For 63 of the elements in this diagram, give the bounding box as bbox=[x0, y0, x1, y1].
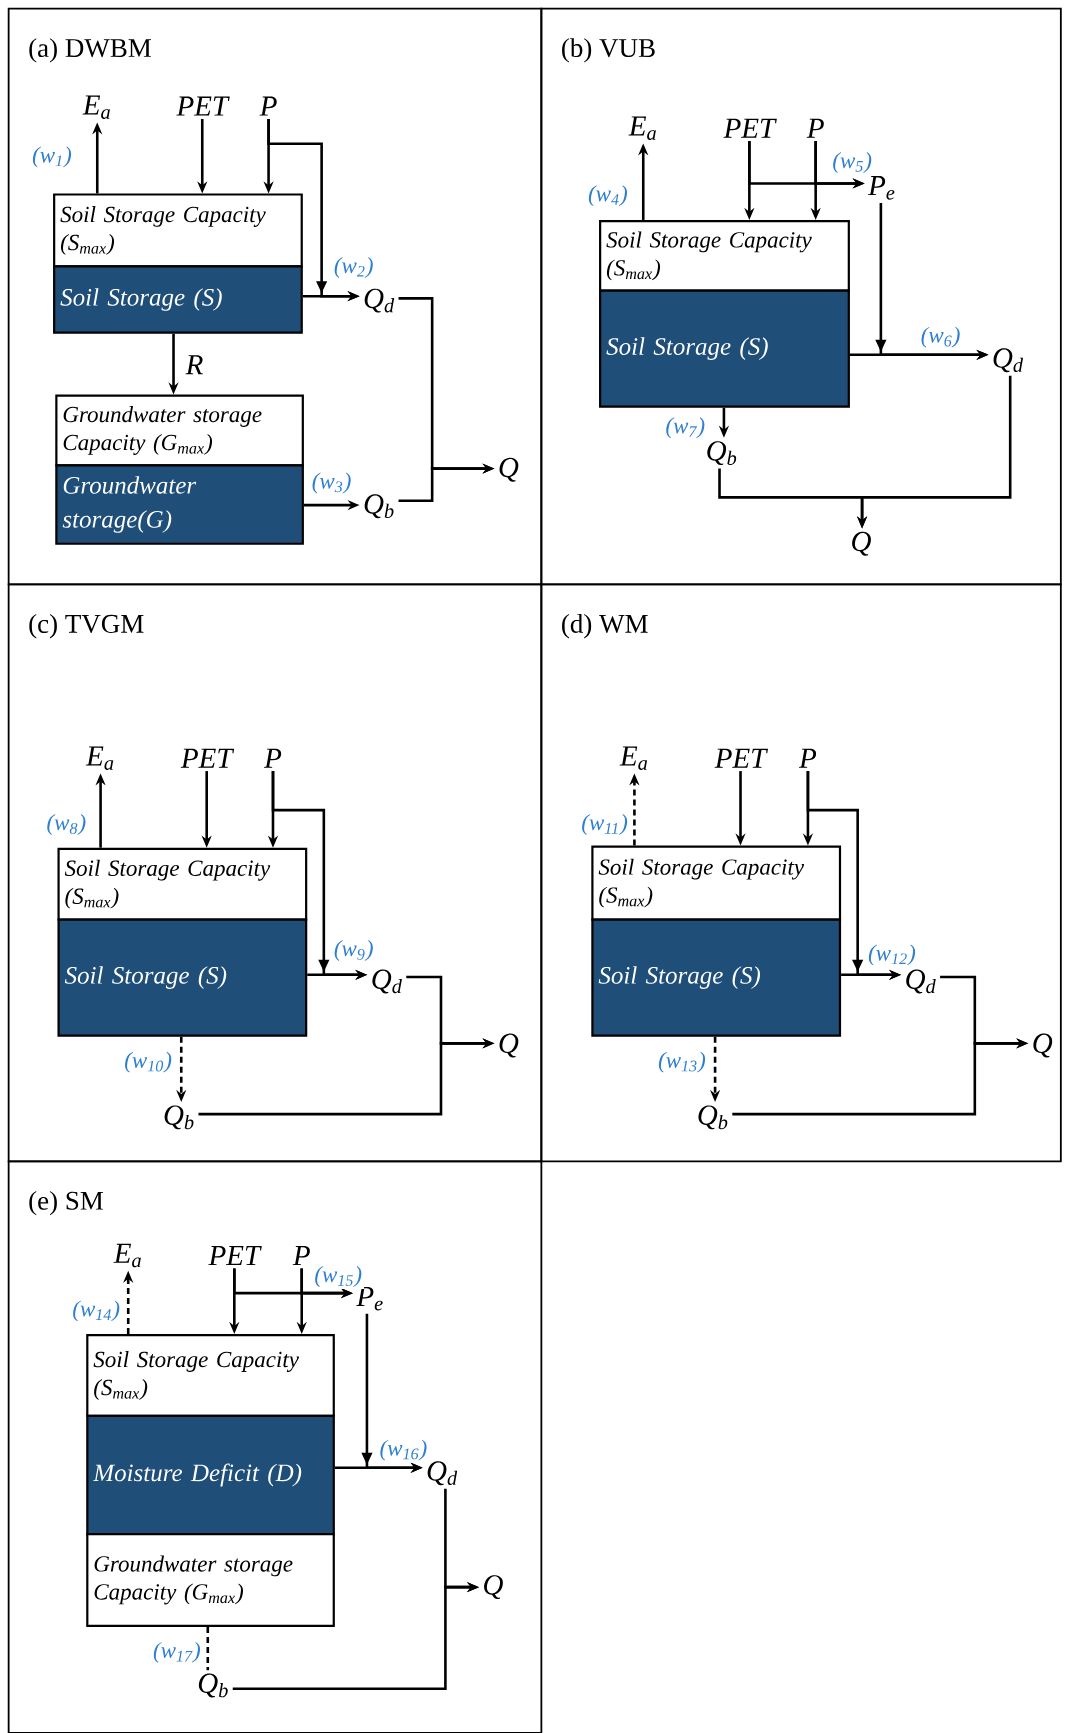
storage-box: Soil Storage (S) bbox=[53, 265, 303, 334]
variable-symbol: Q$_{b}$ bbox=[698, 1105, 728, 1130]
variable-symbol: PET bbox=[208, 1246, 262, 1266]
capacity-box: Groundwater storage Capacity (G$_{max}$) bbox=[86, 1532, 336, 1627]
variable-symbol: P bbox=[264, 748, 282, 768]
capacity-box: Soil Storage Capacity (S$_{max}$) bbox=[57, 847, 308, 921]
edge-label: (w$_{12}$) bbox=[866, 942, 918, 968]
variable-symbol: Q bbox=[484, 1575, 504, 1600]
capacity-box: Soil Storage Capacity (S$_{max}$) bbox=[53, 193, 303, 268]
edge-label: (w$_{15}$) bbox=[312, 1264, 365, 1289]
edge-label: R bbox=[183, 353, 206, 377]
variable-symbol: P$_{e}$ bbox=[868, 176, 895, 200]
variable-symbol: Q$_{b}$ bbox=[164, 1105, 194, 1130]
edge-label: (w$_{3}$) bbox=[309, 470, 354, 496]
variable-symbol: P bbox=[259, 96, 277, 116]
variable-symbol: PET bbox=[723, 118, 777, 138]
edge-label: (w$_{10}$) bbox=[122, 1049, 175, 1075]
variable-symbol: Q$_{d}$ bbox=[993, 348, 1024, 373]
storage-box: Soil Storage (S) bbox=[591, 918, 842, 1037]
variable-symbol: Q bbox=[852, 531, 872, 556]
edge-label: (w$_{6}$) bbox=[918, 324, 963, 350]
connector-line bbox=[206, 1626, 210, 1671]
variable-symbol: PET bbox=[714, 748, 769, 768]
edge-label: (w$_{1}$) bbox=[30, 144, 74, 170]
variable-symbol: Q bbox=[499, 457, 519, 482]
variable-symbol: E$_{a}$ bbox=[82, 95, 111, 119]
storage-box: Soil Storage (S) bbox=[599, 289, 851, 408]
edge-label: (w$_{4}$) bbox=[586, 183, 630, 209]
variable-symbol: Q$_{b}$ bbox=[199, 1673, 228, 1698]
variable-symbol: Q bbox=[1033, 1033, 1053, 1058]
variable-symbol: PET bbox=[176, 96, 230, 116]
capacity-box: Soil Storage Capacity (S$_{max}$) bbox=[599, 219, 851, 292]
variable-symbol: P bbox=[806, 118, 824, 138]
variable-symbol: Q$_{d}$ bbox=[364, 288, 395, 313]
variable-symbol: Q$_{d}$ bbox=[906, 969, 936, 994]
variable-symbol: Q bbox=[499, 1033, 519, 1058]
variable-symbol: E$_{a}$ bbox=[628, 116, 657, 140]
variable-symbol: P bbox=[292, 1246, 311, 1266]
edge-label: (w$_{17}$) bbox=[151, 1639, 203, 1665]
edge-label: (w$_{7}$) bbox=[663, 415, 708, 441]
edge-label: (w$_{14}$) bbox=[70, 1298, 123, 1324]
storage-box: Groundwater storage(G) bbox=[55, 464, 305, 545]
capacity-box: Soil Storage Capacity (S$_{max}$) bbox=[86, 1334, 336, 1417]
capacity-box: Soil Storage Capacity (S$_{max}$) bbox=[591, 845, 842, 921]
variable-symbol: Q$_{b}$ bbox=[707, 441, 737, 466]
storage-box: Moisture Deficit (D) bbox=[86, 1414, 336, 1536]
variable-symbol: Q$_{d}$ bbox=[372, 969, 403, 994]
edge-label: (w$_{8}$) bbox=[44, 812, 89, 837]
variable-symbol: Q$_{d}$ bbox=[427, 1461, 458, 1486]
capacity-box: Groundwater storage Capacity (G$_{max}$) bbox=[55, 394, 305, 467]
variable-symbol: E$_{a}$ bbox=[86, 746, 114, 770]
variable-symbol: E$_{a}$ bbox=[113, 1243, 142, 1268]
variable-symbol: PET bbox=[180, 748, 235, 768]
variable-symbol: Q$_{b}$ bbox=[364, 494, 394, 519]
variable-symbol: E$_{a}$ bbox=[619, 746, 648, 770]
edge-label: (w$_{13}$) bbox=[656, 1049, 708, 1075]
edge-label: (w$_{11}$) bbox=[579, 812, 630, 837]
edge-label: (w$_{9}$) bbox=[332, 938, 376, 963]
variable-symbol: P bbox=[799, 748, 817, 768]
edge-label: (w$_{2}$) bbox=[332, 255, 376, 280]
storage-box: Soil Storage (S) bbox=[57, 918, 308, 1037]
edge-label: (w$_{16}$) bbox=[377, 1437, 430, 1463]
edge-label: (w$_{5}$) bbox=[830, 150, 875, 175]
